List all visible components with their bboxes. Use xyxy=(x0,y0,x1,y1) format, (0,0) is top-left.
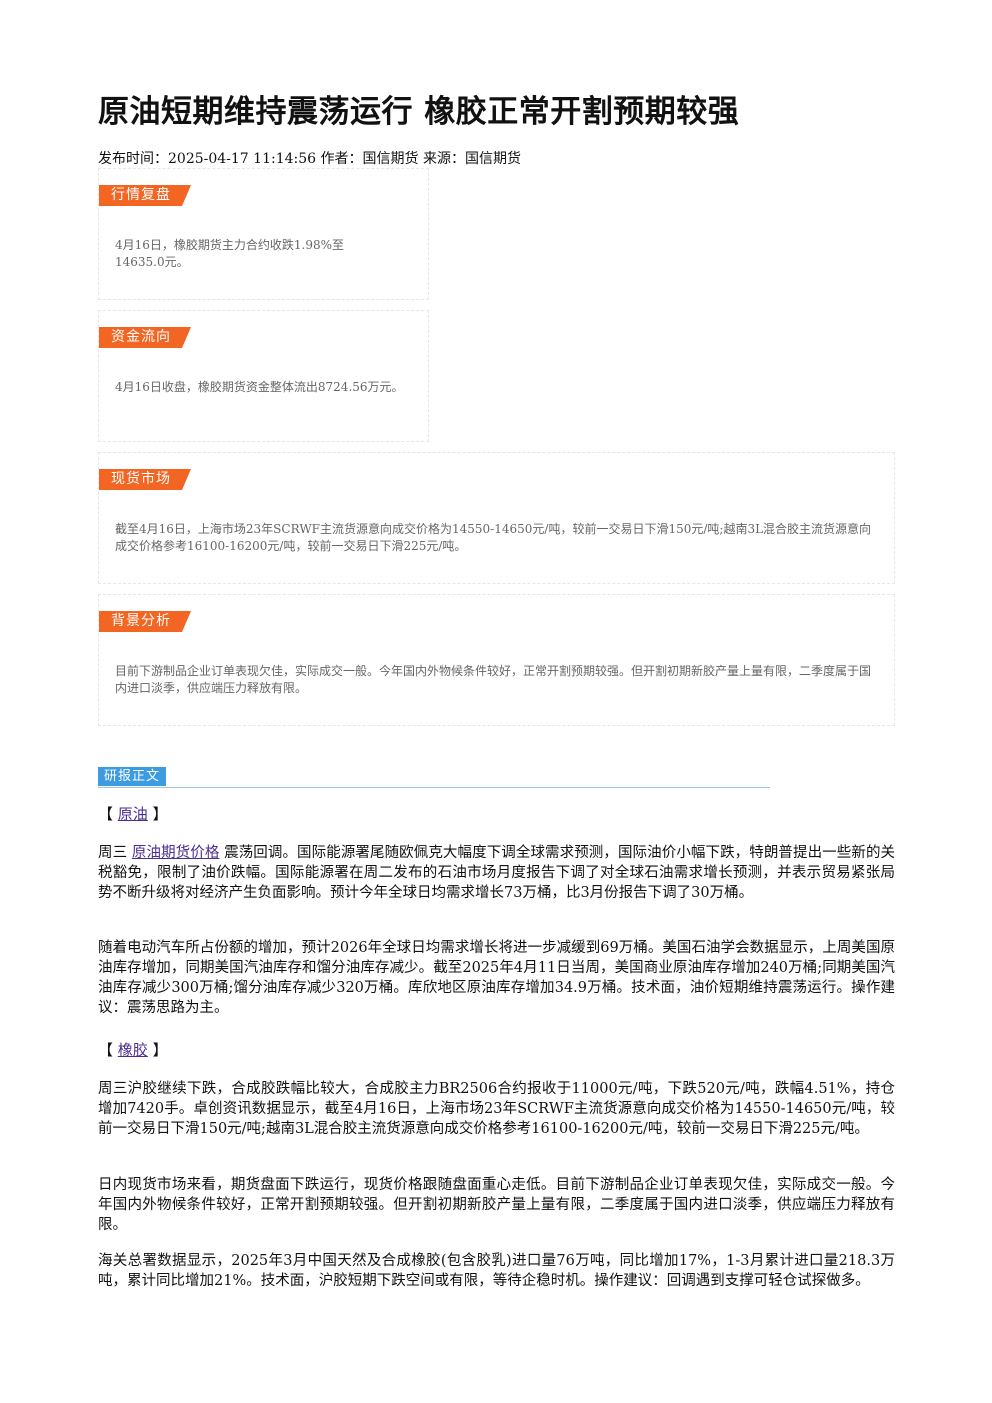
bracket-open: 【 xyxy=(98,805,114,823)
crude-paragraph-2: 随着电动汽车所占份额的增加，预计2026年全球日均需求增长将进一步减缓到69万桶… xyxy=(98,940,895,1016)
summary-text-spot-market: 截至4月16日，上海市场23年SCRWF主流货源意向成交价格为14550-146… xyxy=(115,522,872,553)
bracket-close: 】 xyxy=(152,805,168,823)
crude-oil-link[interactable]: 原油 xyxy=(117,805,148,823)
summary-box-fund-flow: 资金流向 4月16日收盘，橡胶期货资金整体流出8724.56万元。 xyxy=(98,310,429,442)
summary-text-background: 目前下游制品企业订单表现欠佳，实际成交一般。今年国内外物候条件较好，正常开割预期… xyxy=(115,664,872,695)
rubber-paragraph-2: 日内现货市场来看，期货盘面下跌运行，现货价格跟随盘面重心走低。目前下游制品企业订… xyxy=(98,1177,895,1233)
article-meta: 发布时间：2025-04-17 11:14:56 作者：国信期货 来源：国信期货 xyxy=(98,151,521,167)
report-body-divider: 研报正文 xyxy=(98,767,770,788)
summary-box-market-review: 行情复盘 4月16日，橡胶期货主力合约收跌1.98%至14635.0元。 xyxy=(98,168,429,300)
section-tag-background: 背景分析 xyxy=(99,611,191,632)
section-heading-crude: 【 原油 】 xyxy=(98,803,168,824)
rubber-link[interactable]: 橡胶 xyxy=(117,1041,148,1059)
summary-box-spot-market: 现货市场 截至4月16日，上海市场23年SCRWF主流货源意向成交价格为1455… xyxy=(98,452,895,584)
crude-futures-price-link[interactable]: 原油期货价格 xyxy=(131,845,220,861)
crude-paragraph-1: 周三 原油期货价格 震荡回调。国际能源署尾随欧佩克大幅度下调全球需求预测，国际油… xyxy=(98,843,895,903)
rubber-paragraph-1: 周三沪胶继续下跌，合成胶跌幅比较大，合成胶主力BR2506合约报收于11000元… xyxy=(98,1081,895,1137)
bracket-open: 【 xyxy=(98,1041,114,1059)
section-tag-market-review: 行情复盘 xyxy=(99,185,191,206)
section-tag-fund-flow: 资金流向 xyxy=(99,327,191,348)
rubber-paragraph-3: 海关总署数据显示，2025年3月中国天然及合成橡胶(包含胶乳)进口量76万吨，同… xyxy=(98,1253,895,1289)
summary-text-market-review: 4月16日，橡胶期货主力合约收跌1.98%至14635.0元。 xyxy=(115,238,345,269)
section-heading-rubber: 【 橡胶 】 xyxy=(98,1039,168,1060)
report-body-label: 研报正文 xyxy=(98,767,167,786)
summary-text-fund-flow: 4月16日收盘，橡胶期货资金整体流出8724.56万元。 xyxy=(115,380,404,394)
article-title: 原油短期维持震荡运行 橡胶正常开割预期较强 xyxy=(98,94,740,130)
summary-box-background: 背景分析 目前下游制品企业订单表现欠佳，实际成交一般。今年国内外物候条件较好，正… xyxy=(98,594,895,726)
crude-p1-prefix: 周三 xyxy=(98,845,128,861)
bracket-close: 】 xyxy=(152,1041,168,1059)
section-tag-spot-market: 现货市场 xyxy=(99,469,191,490)
crude-p1-rest: 震荡回调。国际能源署尾随欧佩克大幅度下调全球需求预测，国际油价小幅下跌，特朗普提… xyxy=(98,845,896,901)
